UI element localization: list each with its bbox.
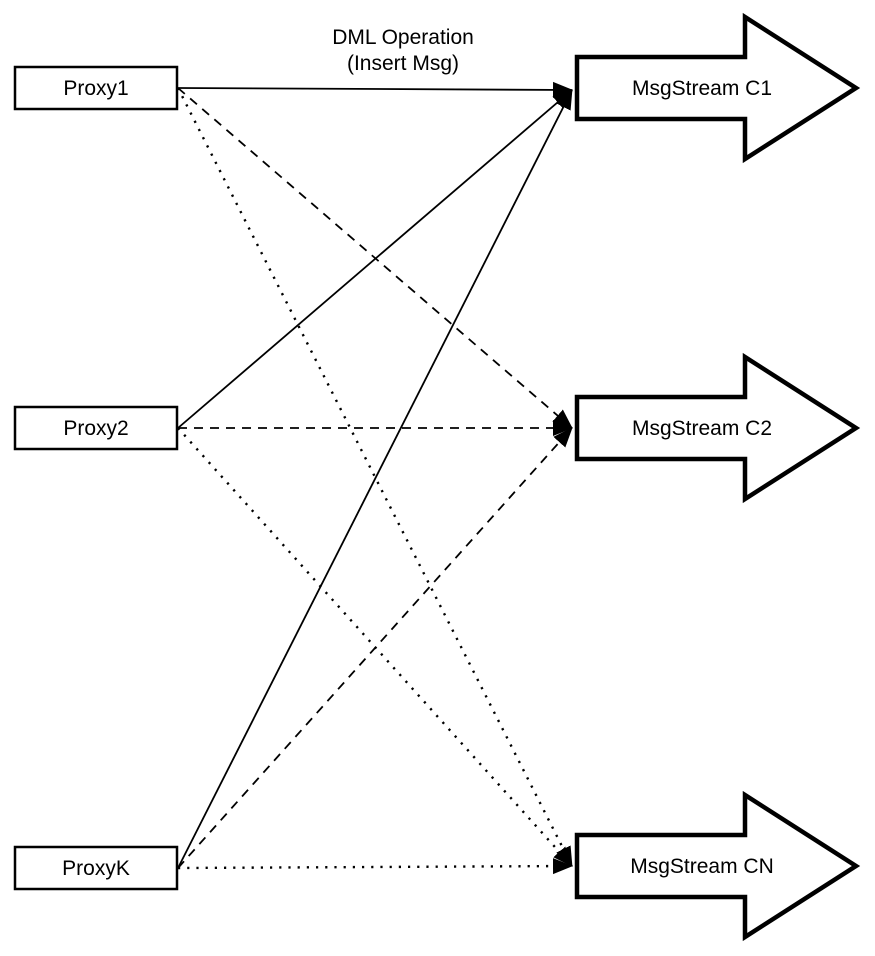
edge-proxyk-to-c1 [177,89,573,869]
edge-proxy2-to-c1 [177,89,573,429]
proxyk-label: ProxyK [62,857,130,880]
diagram-title-line2: (Insert Msg) [347,52,459,75]
c2-arrow-shape [574,352,861,504]
proxy1-label: Proxy1 [63,77,128,100]
msgstream-arrow-c1: MsgStream C1 [574,12,861,164]
edge-proxy1-to-c1 [177,81,573,98]
cn-label: MsgStream CN [630,855,774,878]
proxy-node-proxy2: Proxy2 [13,405,179,451]
edge-proxyk-to-cn [177,858,573,875]
c1-label: MsgStream C1 [632,77,772,100]
edge-proxy1-to-cn [176,87,574,867]
msgstream-arrow-c2: MsgStream C2 [574,352,861,504]
msgstream-arrow-cn: MsgStream CN [574,790,861,942]
proxy-node-proxy1: Proxy1 [13,65,179,111]
proxy2-box [13,405,179,451]
proxy1-box [13,65,179,111]
proxy2-label: Proxy2 [63,417,128,440]
proxyk-box [13,845,179,891]
diagram-title-line1: DML Operation [332,26,474,49]
edge-lines [176,81,574,875]
cn-arrow-shape [574,790,861,942]
c2-label: MsgStream C2 [632,417,772,440]
c1-arrow-shape [574,12,861,164]
edge-proxyk-to-c2 [177,427,573,869]
proxy-node-proxyk: ProxyK [13,845,179,891]
